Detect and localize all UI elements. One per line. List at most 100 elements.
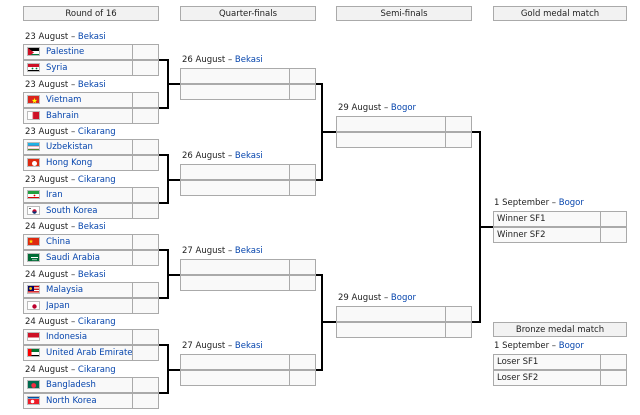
team-name[interactable]: Japan — [46, 301, 70, 311]
qf-team-row — [180, 84, 316, 100]
r16-team-row: United Arab Emirates — [23, 345, 159, 361]
match-date: 24 August – — [25, 317, 78, 327]
r16-team-row: Indonesia — [23, 329, 159, 345]
score-cell — [289, 69, 315, 83]
match-date: 24 August – — [25, 270, 78, 280]
team-name[interactable]: Hong Kong — [46, 158, 93, 168]
match-venue-link[interactable]: Bekasi — [234, 246, 263, 256]
match-venue-link[interactable]: Bekasi — [234, 341, 263, 351]
team-name[interactable]: South Korea — [46, 206, 98, 216]
score-cell — [289, 371, 315, 385]
uzbekistan-flag-icon — [27, 142, 40, 151]
score-cell — [132, 299, 158, 313]
r16-team-row: China — [23, 234, 159, 250]
r16-team-row: Hong Kong — [23, 155, 159, 171]
team-name[interactable]: Indonesia — [46, 332, 88, 342]
match-venue-link[interactable]: Bogor — [390, 293, 417, 303]
team-name[interactable]: Vietnam — [46, 95, 82, 105]
score-cell — [289, 181, 315, 195]
team-name[interactable]: Iran — [46, 190, 63, 200]
r16-team-row: South Korea — [23, 203, 159, 219]
sf-match-header: 29 August – Bogor — [338, 293, 416, 304]
score-cell — [289, 276, 315, 290]
sf-team-row — [336, 116, 472, 132]
match-venue-link[interactable]: Bekasi — [77, 32, 106, 42]
team-name[interactable]: China — [46, 237, 71, 247]
team-name[interactable]: Saudi Arabia — [46, 253, 100, 263]
score-cell — [132, 235, 158, 249]
qf-team-row — [180, 354, 316, 370]
uae-flag-icon — [27, 348, 40, 357]
score-cell — [289, 85, 315, 99]
score-cell — [132, 346, 158, 360]
match-venue-link[interactable]: Bogor — [390, 103, 417, 113]
match-venue-link[interactable]: Cikarang — [77, 317, 116, 327]
team-name: Loser SF1 — [497, 357, 539, 367]
team-name[interactable]: Malaysia — [46, 285, 84, 295]
qf-team-row — [180, 164, 316, 180]
team-name[interactable]: Bangladesh — [46, 380, 96, 390]
r16-qf-connector — [159, 154, 180, 204]
match-venue-link[interactable]: Bekasi — [77, 222, 106, 232]
bronze-team-row: Loser SF1 — [493, 354, 627, 370]
team-name: Winner SF2 — [497, 230, 546, 240]
match-venue-link[interactable]: Bekasi — [77, 80, 106, 90]
match-date: 23 August – — [25, 80, 78, 90]
score-cell — [132, 394, 158, 408]
hong-kong-flag-icon — [27, 158, 40, 167]
score-cell — [132, 204, 158, 218]
score-cell — [132, 109, 158, 123]
match-venue-link[interactable]: Cikarang — [77, 175, 116, 185]
team-name[interactable]: United Arab Emirates — [46, 348, 132, 358]
match-date: 27 August – — [182, 246, 235, 256]
match-venue-link[interactable]: Bekasi — [77, 270, 106, 280]
match-venue-link[interactable]: Bogor — [558, 341, 584, 351]
saudi-arabia-flag-icon — [27, 253, 40, 262]
team-name: Winner SF1 — [497, 214, 546, 224]
sf-team-row — [336, 306, 472, 322]
score-cell — [132, 330, 158, 344]
bahrain-flag-icon — [27, 111, 40, 120]
r16-team-row: Saudi Arabia — [23, 250, 159, 266]
r16-team-row: Bahrain — [23, 108, 159, 124]
score-cell — [445, 133, 471, 147]
score-cell — [289, 260, 315, 274]
match-venue-link[interactable]: Bogor — [558, 198, 584, 208]
south-korea-flag-icon — [27, 206, 40, 215]
r16-qf-connector — [159, 249, 180, 299]
sf-match-header: 29 August – Bogor — [338, 103, 416, 114]
match-venue-link[interactable]: Bekasi — [234, 151, 263, 161]
match-date: 27 August – — [182, 341, 235, 351]
team-name[interactable]: Palestine — [46, 47, 85, 57]
match-venue-link[interactable]: Cikarang — [77, 365, 116, 375]
match-date: 23 August – — [25, 32, 78, 42]
china-flag-icon — [27, 237, 40, 246]
team-name[interactable]: North Korea — [46, 396, 97, 406]
team-name[interactable]: Syria — [46, 63, 68, 73]
gold-team-row: Winner SF1 — [493, 211, 627, 227]
team-name[interactable]: Uzbekistan — [46, 142, 93, 152]
score-cell — [445, 323, 471, 337]
indonesia-flag-icon — [27, 332, 40, 341]
score-cell — [289, 165, 315, 179]
score-cell — [600, 355, 626, 369]
r16-qf-connector — [159, 344, 180, 394]
r16-match-header: 24 August – Cikarang — [25, 317, 116, 328]
match-date: 24 August – — [25, 365, 78, 375]
score-cell — [132, 283, 158, 297]
match-date: 26 August – — [182, 55, 235, 65]
qf-sf-connector — [316, 274, 336, 371]
r16-team-row: Syria — [23, 60, 159, 76]
bangladesh-flag-icon — [27, 380, 40, 389]
team-name[interactable]: Bahrain — [46, 111, 79, 121]
match-venue-link[interactable]: Bekasi — [234, 55, 263, 65]
sf-team-row — [336, 322, 472, 338]
qf-match-header: 27 August – Bekasi — [182, 341, 263, 352]
score-cell — [600, 371, 626, 385]
match-date: 29 August – — [338, 293, 391, 303]
match-date: 1 September – — [494, 198, 559, 208]
r16-team-row: Uzbekistan — [23, 139, 159, 155]
r16-team-row: Vietnam — [23, 92, 159, 108]
match-venue-link[interactable]: Cikarang — [77, 127, 116, 137]
